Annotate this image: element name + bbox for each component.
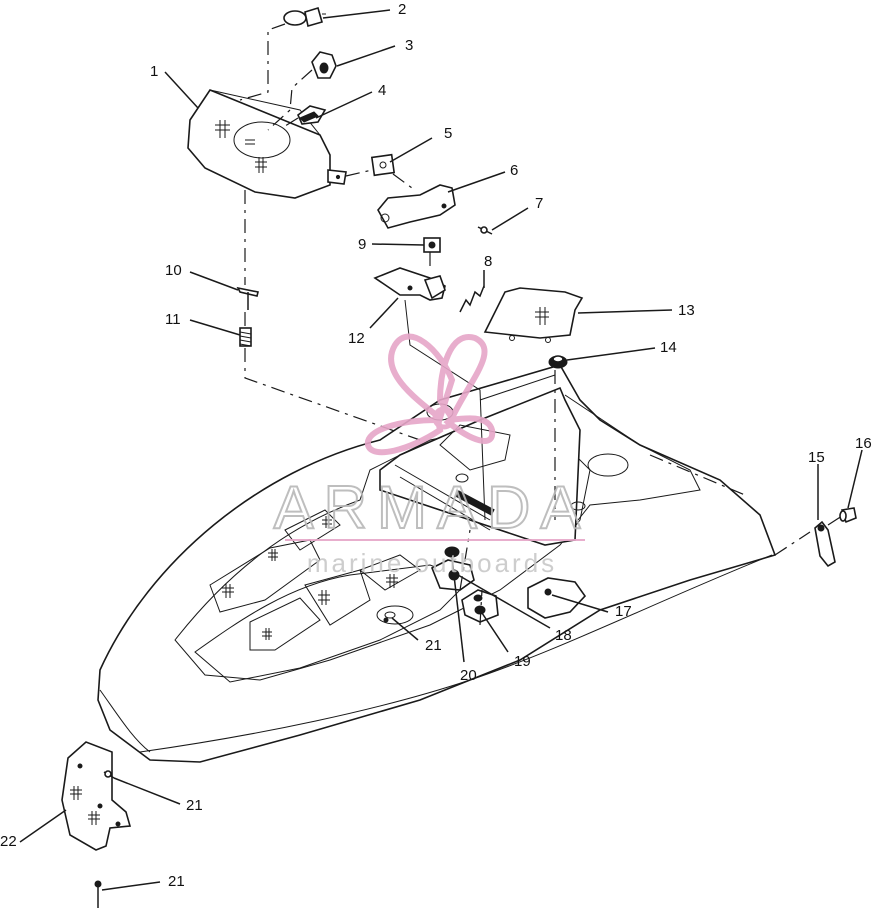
callout-21-hood: 21: [425, 637, 442, 654]
callout-22: 22: [0, 833, 17, 850]
callout-13: 13: [678, 302, 695, 319]
callout-18: 18: [555, 627, 572, 644]
hood-body: [97, 299, 777, 763]
callout-1: 1: [150, 63, 158, 80]
part-3-socket: [311, 51, 337, 79]
part-20-grommet-stack: [444, 546, 460, 558]
leader-lines: [19, 9, 863, 891]
propeller-logo: [364, 333, 496, 456]
callout-17: 17: [615, 603, 632, 620]
part-21-fastener-upper: [103, 770, 115, 779]
callout-10: 10: [165, 262, 182, 279]
part-4-clip: [297, 105, 327, 125]
part-11-spring: [239, 327, 252, 347]
part-7-screw: [477, 226, 493, 235]
part-5-nut-plate: [370, 153, 396, 177]
part-19-washers: [461, 589, 499, 623]
callout-20: 20: [460, 667, 477, 684]
callout-6: 6: [510, 162, 518, 179]
part-1-headlight-housing: [187, 89, 347, 199]
part-13-cover: [483, 287, 584, 343]
callout-15: 15: [808, 449, 825, 466]
callout-12: 12: [348, 330, 365, 347]
callout-numbers: 2 3 1 4 5 6 7 9 8 10 11 12 13 14 15 16 1…: [0, 1, 872, 890]
part-10-pin: [236, 286, 259, 310]
part-21-fastener-lower: [94, 880, 102, 908]
callout-3: 3: [405, 37, 413, 54]
part-8-spring-clip: [459, 285, 485, 313]
part-9-nut: [423, 237, 441, 253]
callout-14: 14: [660, 339, 677, 356]
assembly-lines: [239, 23, 843, 626]
callout-21-upper: 21: [186, 797, 203, 814]
part-2-bulb: [283, 6, 326, 28]
part-17-gasket: [527, 577, 587, 619]
part-12-mount-bracket: [373, 267, 446, 301]
watermark-brand: ARMADA: [274, 474, 591, 541]
part-21-fastener-hood: [383, 611, 396, 623]
callout-11: 11: [165, 311, 181, 328]
part-22-lower-bracket: [61, 741, 132, 851]
armada-watermark: ARMADA marine outboards: [273, 333, 591, 578]
callout-16: 16: [855, 435, 872, 452]
callout-21-lower: 21: [168, 873, 185, 890]
part-14-grommet: [548, 355, 568, 369]
callout-7: 7: [535, 195, 543, 212]
callout-4: 4: [378, 82, 386, 99]
part-15-latch: [814, 520, 836, 568]
part-6-bracket: [377, 184, 456, 229]
callout-2: 2: [398, 1, 406, 18]
callout-8: 8: [484, 253, 492, 270]
watermark-tagline: marine outboards: [307, 548, 557, 578]
callout-5: 5: [444, 125, 452, 142]
callout-19: 19: [514, 653, 531, 670]
callout-9: 9: [358, 236, 366, 253]
part-16-knob: [839, 507, 857, 524]
